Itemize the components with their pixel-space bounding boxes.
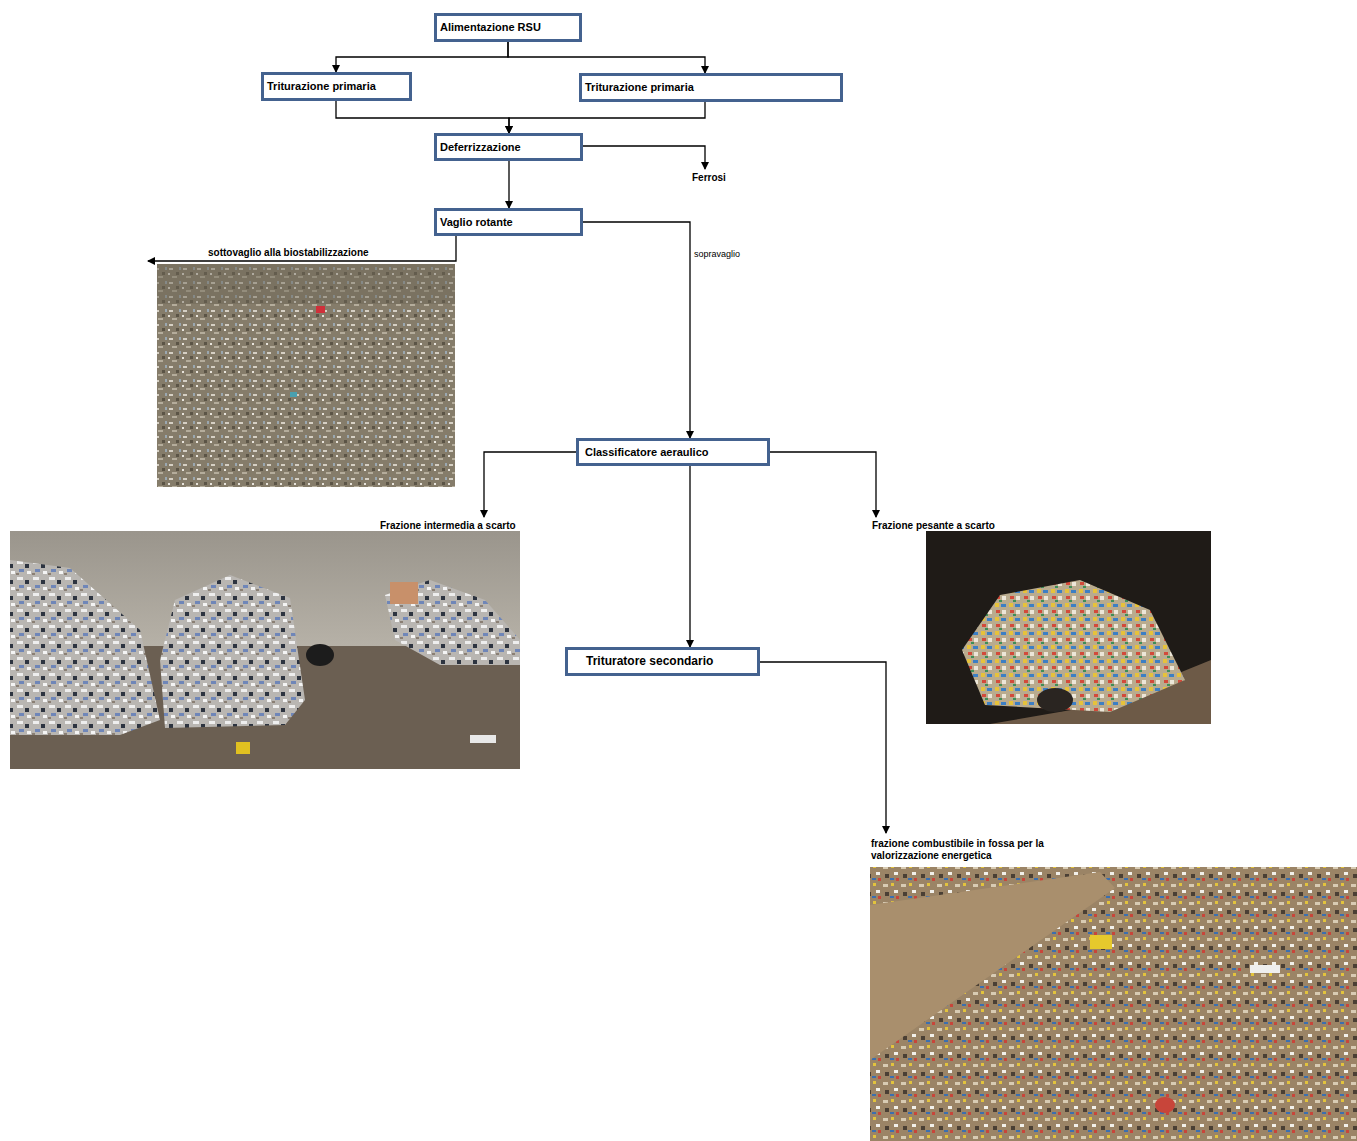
- output-label: sottovaglio alla biostabilizzazione: [208, 247, 369, 259]
- flow-connector: [689, 466, 690, 647]
- connector-label: sopravaglio: [693, 249, 741, 260]
- photo-shade: [157, 264, 455, 304]
- process-box: Alimentazione RSU: [434, 13, 582, 42]
- flow-connector: [583, 222, 690, 438]
- output-arrow: [583, 146, 705, 169]
- photo-pile: [385, 580, 520, 665]
- box-label: Triturazione primaria: [267, 80, 376, 93]
- output-arrow: [148, 236, 456, 261]
- output-arrow: [760, 662, 886, 833]
- flow-connector: [508, 161, 509, 208]
- box-label: Triturazione primaria: [585, 81, 694, 94]
- output-label: Ferrosi: [692, 172, 726, 184]
- photo-detail: [1250, 965, 1280, 973]
- box-label: Trituratore secondario: [586, 655, 713, 668]
- output-label: Frazione intermedia a scarto: [380, 520, 516, 532]
- output-label: frazione combustibile in fossa per la va…: [871, 838, 1047, 862]
- photo-wall: [870, 872, 1115, 1060]
- box-label: Deferrizzazione: [440, 141, 521, 154]
- photo-ground: [870, 867, 1357, 1141]
- box-label: Vaglio rotante: [440, 216, 513, 229]
- photo-fuel: [870, 867, 1357, 1141]
- photo-ground: [926, 531, 1211, 724]
- photo-pile: [962, 580, 1185, 712]
- output-arrows: [148, 146, 886, 833]
- box-label: Alimentazione RSU: [440, 21, 541, 34]
- photo-detail: [1090, 935, 1112, 949]
- photo-ground: [157, 264, 455, 487]
- process-box: Deferrizzazione: [434, 133, 583, 161]
- photo-detail: [316, 306, 325, 313]
- photo-pile: [10, 560, 160, 735]
- flow-connector: [336, 42, 508, 72]
- photo-floor: [10, 531, 520, 769]
- photo-detail: [470, 735, 496, 743]
- box-label: Classificatore aeraulico: [585, 446, 709, 459]
- photo-heavy: [926, 531, 1211, 724]
- photo-detail: [290, 392, 297, 397]
- output-label: Frazione pesante a scarto: [872, 520, 995, 532]
- flow-connector: [508, 42, 705, 73]
- photo-detail: [1037, 688, 1073, 712]
- flow-connector: [509, 102, 705, 133]
- process-box: Trituratore secondario: [565, 647, 760, 676]
- process-box: Classificatore aeraulico: [576, 438, 770, 466]
- photo-detail: [236, 742, 250, 754]
- photo-detail: [1155, 1097, 1175, 1113]
- photo-undersieve: [157, 264, 455, 487]
- output-arrow: [770, 452, 876, 517]
- process-box: Triturazione primaria: [579, 73, 843, 102]
- photo-pile: [160, 575, 305, 728]
- process-box: Vaglio rotante: [434, 208, 583, 236]
- photo-intermediate: [10, 531, 520, 769]
- output-arrow: [484, 452, 576, 517]
- photo-detail: [390, 582, 418, 604]
- process-box: Triturazione primaria: [261, 72, 412, 101]
- flow-connector: [336, 101, 509, 133]
- photo-detail: [306, 644, 334, 666]
